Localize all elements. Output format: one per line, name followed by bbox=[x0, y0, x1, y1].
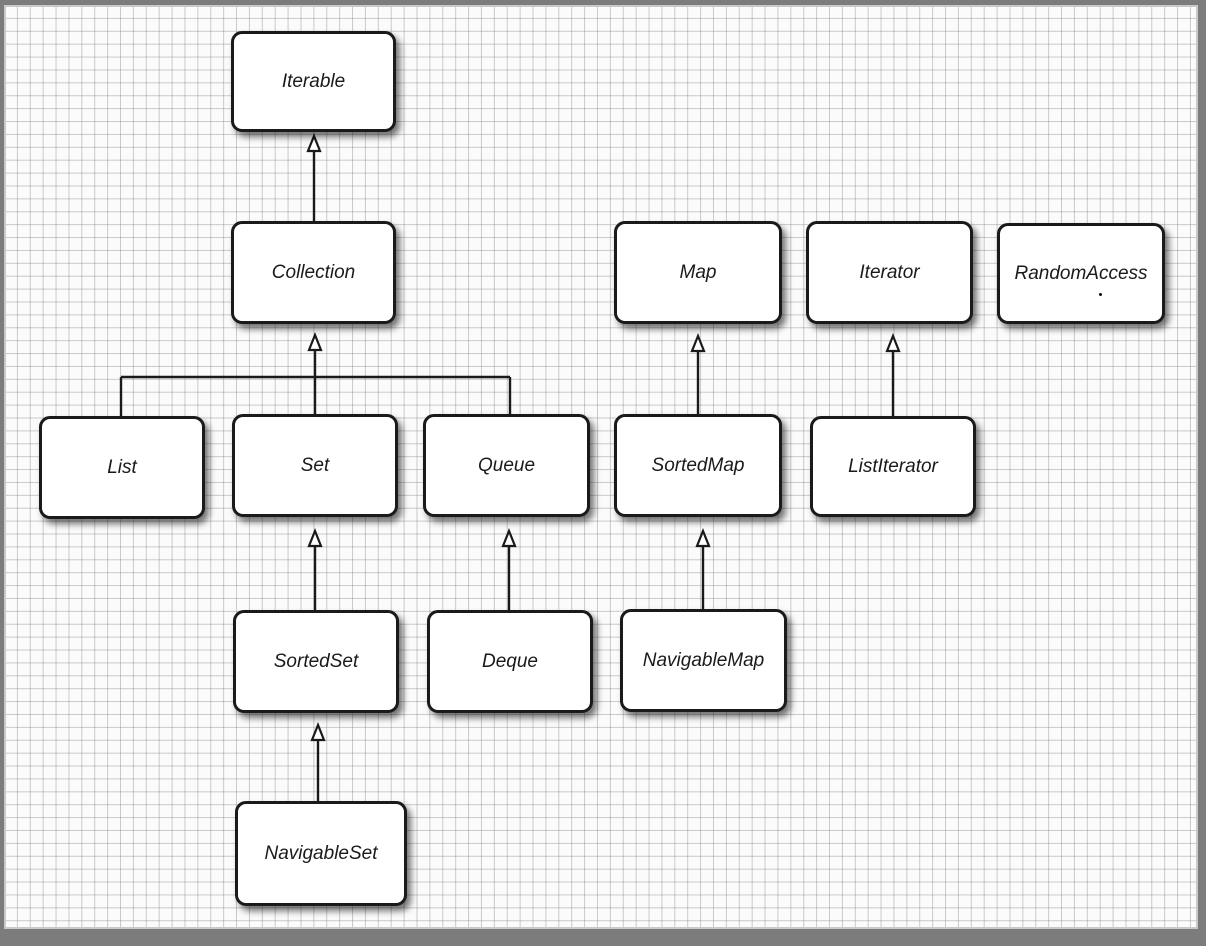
node-iterator: Iterator bbox=[806, 221, 973, 324]
node-iterable: Iterable bbox=[231, 31, 396, 132]
node-label-list: List bbox=[107, 456, 137, 478]
node-set: Set bbox=[232, 414, 398, 517]
node-label-set: Set bbox=[300, 454, 330, 476]
graph-paper-background bbox=[4, 5, 1198, 929]
node-label-sorted-map: SortedMap bbox=[651, 454, 745, 476]
node-map: Map bbox=[614, 221, 782, 324]
node-list-iterator: ListIterator bbox=[810, 416, 976, 517]
node-label-list-iterator: ListIterator bbox=[848, 455, 938, 477]
arrowhead-iterable bbox=[306, 133, 322, 153]
node-label-random-access: RandomAccess bbox=[1014, 262, 1148, 284]
node-sorted-map: SortedMap bbox=[614, 414, 782, 517]
node-navigable-set: NavigableSet bbox=[235, 801, 407, 906]
stray-dot-mark bbox=[1099, 293, 1102, 296]
node-label-collection: Collection bbox=[271, 261, 356, 283]
node-label-navigable-map: NavigableMap bbox=[642, 649, 765, 671]
node-label-map: Map bbox=[679, 261, 717, 283]
node-deque: Deque bbox=[427, 610, 593, 713]
node-navigable-map: NavigableMap bbox=[620, 609, 787, 712]
node-label-queue: Queue bbox=[477, 454, 536, 476]
arrowhead-collection bbox=[307, 332, 323, 352]
node-sorted-set: SortedSet bbox=[233, 610, 399, 713]
node-collection: Collection bbox=[231, 221, 396, 324]
arrowhead-set bbox=[307, 528, 323, 548]
arrowhead-iterator bbox=[885, 333, 901, 353]
node-list: List bbox=[39, 416, 205, 519]
arrowhead-sortedset bbox=[310, 722, 326, 742]
node-random-access: RandomAccess bbox=[997, 223, 1165, 324]
arrowhead-queue bbox=[501, 528, 517, 548]
arrowhead-map bbox=[690, 333, 706, 353]
node-label-iterator: Iterator bbox=[859, 261, 920, 283]
node-label-sorted-set: SortedSet bbox=[273, 650, 359, 672]
node-queue: Queue bbox=[423, 414, 590, 517]
node-label-deque: Deque bbox=[482, 650, 538, 672]
node-label-navigable-set: NavigableSet bbox=[264, 842, 378, 864]
arrowhead-sortedmap bbox=[695, 528, 711, 548]
node-label-iterable: Iterable bbox=[281, 70, 346, 92]
